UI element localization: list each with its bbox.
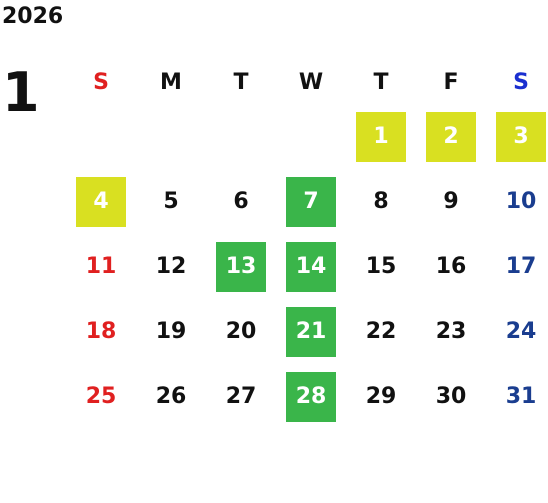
day-cell[interactable]: 29 bbox=[346, 364, 416, 429]
day-cell[interactable]: 8 bbox=[346, 169, 416, 234]
year-label: 2026 bbox=[2, 4, 64, 29]
day-cell[interactable]: 3 bbox=[486, 104, 548, 169]
day-number[interactable]: 31 bbox=[505, 384, 537, 409]
day-cell[interactable]: 30 bbox=[416, 364, 486, 429]
day-number[interactable]: 25 bbox=[85, 384, 117, 409]
day-cell[interactable]: 20 bbox=[206, 299, 276, 364]
weekday-monday: M bbox=[160, 69, 182, 95]
day-number[interactable]: 7 bbox=[286, 176, 336, 227]
day-number[interactable]: 16 bbox=[435, 254, 467, 279]
day-number[interactable]: 14 bbox=[286, 241, 336, 292]
day-cell[interactable]: 13 bbox=[206, 234, 276, 299]
day-number[interactable]: 24 bbox=[505, 319, 537, 344]
day-cell[interactable]: 18 bbox=[66, 299, 136, 364]
day-cell[interactable]: 22 bbox=[346, 299, 416, 364]
day-cell[interactable]: 10 bbox=[486, 169, 548, 234]
day-number[interactable]: 10 bbox=[505, 189, 537, 214]
day-number[interactable]: 15 bbox=[365, 254, 397, 279]
day-cell bbox=[206, 104, 276, 169]
day-number[interactable]: 23 bbox=[435, 319, 467, 344]
day-cell[interactable]: 26 bbox=[136, 364, 206, 429]
day-cell[interactable]: 27 bbox=[206, 364, 276, 429]
weekday-wednesday: W bbox=[298, 69, 324, 95]
day-number[interactable]: 12 bbox=[155, 254, 187, 279]
day-number[interactable]: 22 bbox=[365, 319, 397, 344]
day-cell[interactable]: 21 bbox=[276, 299, 346, 364]
weekday-saturday: S bbox=[513, 69, 529, 95]
day-cell[interactable]: 1 bbox=[346, 104, 416, 169]
day-number[interactable]: 20 bbox=[225, 319, 257, 344]
week-row: 4 5 6 7 8 9 10 bbox=[66, 169, 548, 234]
weekday-thursday: T bbox=[373, 69, 389, 95]
day-cell bbox=[66, 104, 136, 169]
day-number[interactable]: 17 bbox=[505, 254, 537, 279]
day-cell[interactable]: 5 bbox=[136, 169, 206, 234]
day-number[interactable]: 5 bbox=[163, 189, 179, 214]
week-row: 18 19 20 21 22 23 24 bbox=[66, 299, 548, 364]
day-cell[interactable]: 15 bbox=[346, 234, 416, 299]
day-number[interactable]: 28 bbox=[286, 371, 336, 422]
day-cell[interactable]: 9 bbox=[416, 169, 486, 234]
weekday-header-row: S M T W T F S bbox=[66, 60, 548, 104]
day-number[interactable]: 30 bbox=[435, 384, 467, 409]
day-cell[interactable]: 16 bbox=[416, 234, 486, 299]
day-cell[interactable]: 6 bbox=[206, 169, 276, 234]
day-number[interactable]: 18 bbox=[85, 319, 117, 344]
day-number[interactable]: 11 bbox=[85, 254, 117, 279]
day-number[interactable]: 29 bbox=[365, 384, 397, 409]
day-cell[interactable]: 4 bbox=[66, 169, 136, 234]
day-number[interactable]: 4 bbox=[76, 176, 126, 227]
day-number[interactable]: 21 bbox=[286, 306, 336, 357]
weekday-sunday: S bbox=[93, 69, 109, 95]
day-number[interactable]: 9 bbox=[443, 189, 459, 214]
day-cell bbox=[276, 104, 346, 169]
day-number[interactable]: 27 bbox=[225, 384, 257, 409]
day-number[interactable]: 13 bbox=[216, 241, 266, 292]
week-row: 25 26 27 28 29 30 31 bbox=[66, 364, 548, 429]
day-number[interactable]: 8 bbox=[373, 189, 389, 214]
day-cell[interactable]: 2 bbox=[416, 104, 486, 169]
day-number[interactable]: 6 bbox=[233, 189, 249, 214]
day-cell bbox=[136, 104, 206, 169]
day-cell[interactable]: 19 bbox=[136, 299, 206, 364]
day-cell[interactable]: 24 bbox=[486, 299, 548, 364]
day-cell[interactable]: 17 bbox=[486, 234, 548, 299]
day-number[interactable]: 1 bbox=[356, 111, 406, 162]
day-cell[interactable]: 28 bbox=[276, 364, 346, 429]
day-number[interactable]: 19 bbox=[155, 319, 187, 344]
week-row: 11 12 13 14 15 16 17 bbox=[66, 234, 548, 299]
month-label: 1 bbox=[2, 61, 40, 124]
day-cell[interactable]: 11 bbox=[66, 234, 136, 299]
day-cell[interactable]: 7 bbox=[276, 169, 346, 234]
day-number[interactable]: 3 bbox=[496, 111, 546, 162]
weekday-tuesday: T bbox=[233, 69, 249, 95]
day-cell[interactable]: 25 bbox=[66, 364, 136, 429]
day-cell[interactable]: 12 bbox=[136, 234, 206, 299]
weekday-friday: F bbox=[443, 69, 459, 95]
day-number[interactable]: 26 bbox=[155, 384, 187, 409]
day-cell[interactable]: 31 bbox=[486, 364, 548, 429]
day-number[interactable]: 2 bbox=[426, 111, 476, 162]
day-cell[interactable]: 14 bbox=[276, 234, 346, 299]
day-cell[interactable]: 23 bbox=[416, 299, 486, 364]
